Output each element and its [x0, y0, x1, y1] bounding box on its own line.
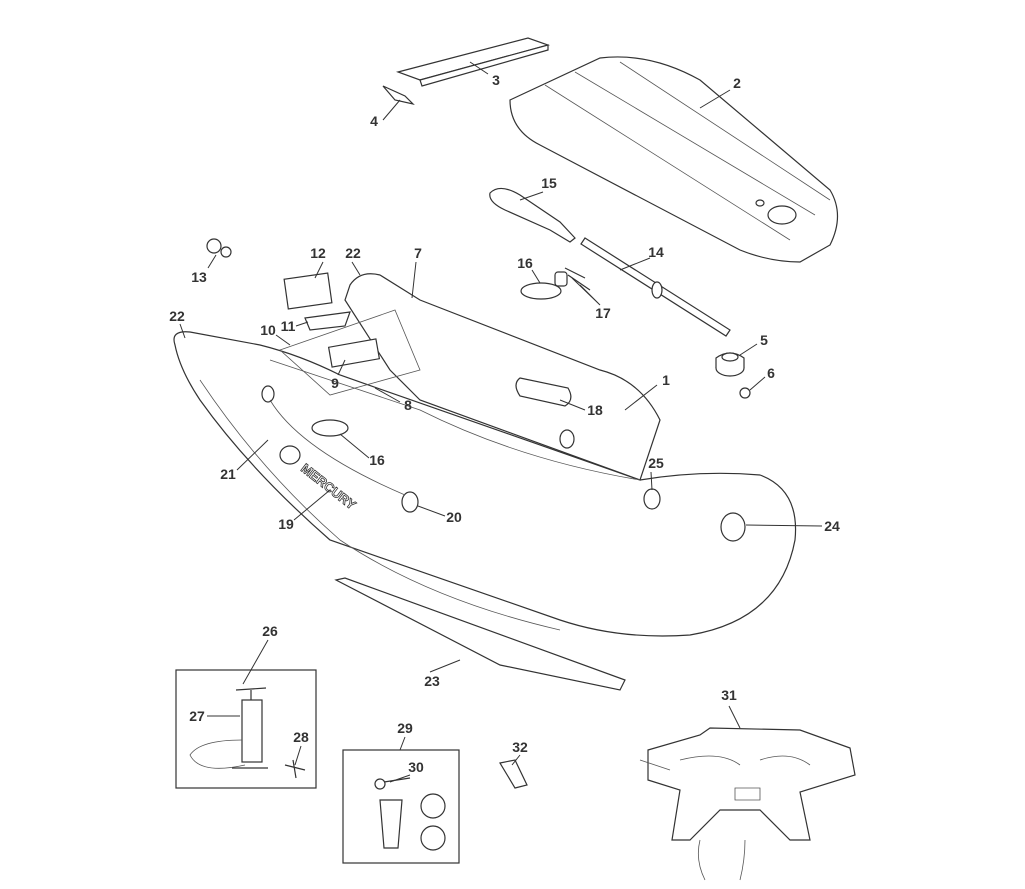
callout-15[interactable]: 15 [541, 175, 557, 191]
callout-31[interactable]: 31 [721, 687, 737, 703]
callout-18[interactable]: 18 [587, 402, 603, 418]
callout-27[interactable]: 27 [189, 708, 205, 724]
callout-16b[interactable]: 16 [369, 452, 385, 468]
callout-20[interactable]: 20 [446, 509, 462, 525]
callout-5[interactable]: 5 [760, 332, 768, 348]
callout-2[interactable]: 2 [733, 75, 741, 91]
callout-22b[interactable]: 22 [169, 308, 185, 324]
part-valve [715, 352, 745, 377]
callout-8[interactable]: 8 [404, 397, 412, 413]
callout-3[interactable]: 3 [492, 72, 500, 88]
callout-17[interactable]: 17 [595, 305, 611, 321]
part-keel-strip [334, 577, 626, 691]
part-pump [189, 687, 268, 769]
part-cover [639, 727, 856, 881]
part-oarlock [520, 282, 562, 300]
part-pump-adapter [284, 759, 306, 779]
part-repair-kit [374, 777, 446, 851]
part-transom-plate [283, 272, 333, 310]
callout-24[interactable]: 24 [824, 518, 840, 534]
callout-19[interactable]: 19 [278, 516, 294, 532]
callout-13[interactable]: 13 [191, 269, 207, 285]
callout-32[interactable]: 32 [512, 739, 528, 755]
part-oar-blade [489, 187, 576, 243]
part-bracket [382, 85, 415, 106]
part-oarlock-pin [554, 267, 591, 291]
callout-25[interactable]: 25 [648, 455, 664, 471]
part-oar-shaft [580, 237, 731, 337]
callout-11[interactable]: 11 [280, 318, 296, 334]
callout-28[interactable]: 28 [293, 729, 309, 745]
callout-29[interactable]: 29 [397, 720, 413, 736]
part-fitting [206, 238, 232, 258]
callout-9[interactable]: 9 [331, 375, 339, 391]
callout-1[interactable]: 1 [662, 372, 670, 388]
part-inflatable-boat: MERCURY [173, 273, 797, 637]
part-transom-pad [304, 311, 351, 331]
part-valve-cap [739, 387, 751, 399]
part-floorboard [509, 56, 839, 263]
callout-6[interactable]: 6 [767, 365, 775, 381]
callout-7[interactable]: 7 [414, 245, 422, 261]
callout-21[interactable]: 21 [220, 466, 236, 482]
callout-14[interactable]: 14 [648, 244, 664, 260]
part-glue-tube [499, 759, 528, 789]
callout-10[interactable]: 10 [260, 322, 276, 338]
leader-lines [179, 61, 823, 783]
callout-12[interactable]: 12 [310, 245, 326, 261]
callout-30[interactable]: 30 [408, 759, 424, 775]
callout-23[interactable]: 23 [424, 673, 440, 689]
callout-16a[interactable]: 16 [517, 255, 533, 271]
callout-26[interactable]: 26 [262, 623, 278, 639]
callout-22a[interactable]: 22 [345, 245, 361, 261]
callout-4[interactable]: 4 [370, 113, 378, 129]
part-seat [395, 37, 551, 87]
